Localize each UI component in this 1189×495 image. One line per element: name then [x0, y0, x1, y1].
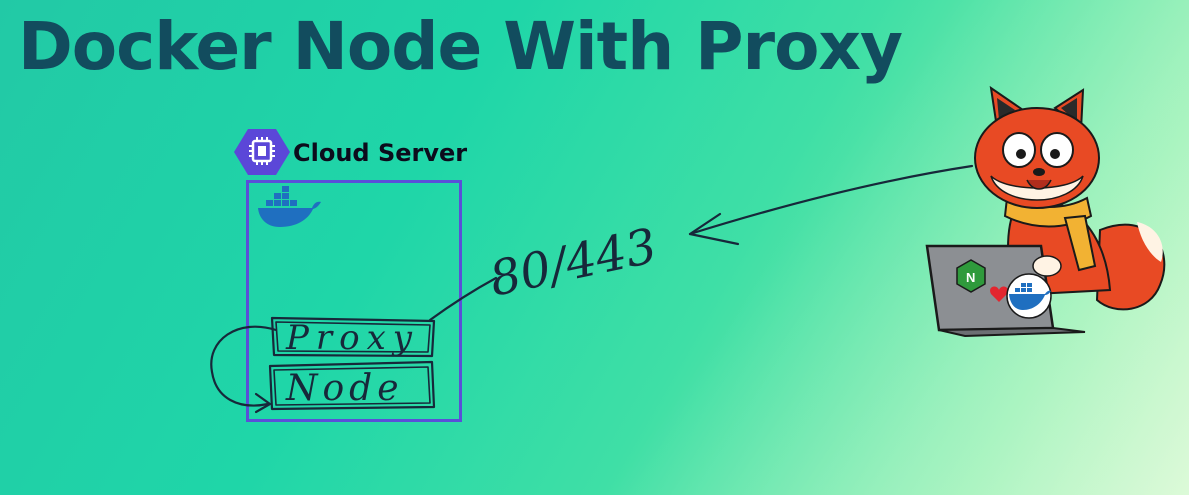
cloud-server-box [246, 180, 462, 422]
cloud-server-label: Cloud Server [293, 139, 468, 167]
docker-sticker-icon [1006, 273, 1052, 319]
cpu-hexagon-icon [234, 129, 290, 175]
proxy-label: Proxy [285, 318, 419, 358]
svg-text:N: N [966, 270, 975, 285]
node-label: Node [285, 368, 404, 409]
port-connector-line [428, 276, 498, 322]
docker-whale-icon [258, 186, 321, 227]
loop-arrow [210, 325, 278, 407]
fox-arrow [688, 164, 974, 236]
fox-mascot: N [925, 85, 1166, 338]
heart-icon [990, 286, 1008, 302]
port-label: 80/443 [485, 218, 662, 308]
proxy-box [270, 316, 436, 358]
page-title: Docker Node With Proxy [18, 8, 903, 85]
node-box [268, 360, 436, 411]
nginx-logo-icon: N [956, 259, 986, 293]
